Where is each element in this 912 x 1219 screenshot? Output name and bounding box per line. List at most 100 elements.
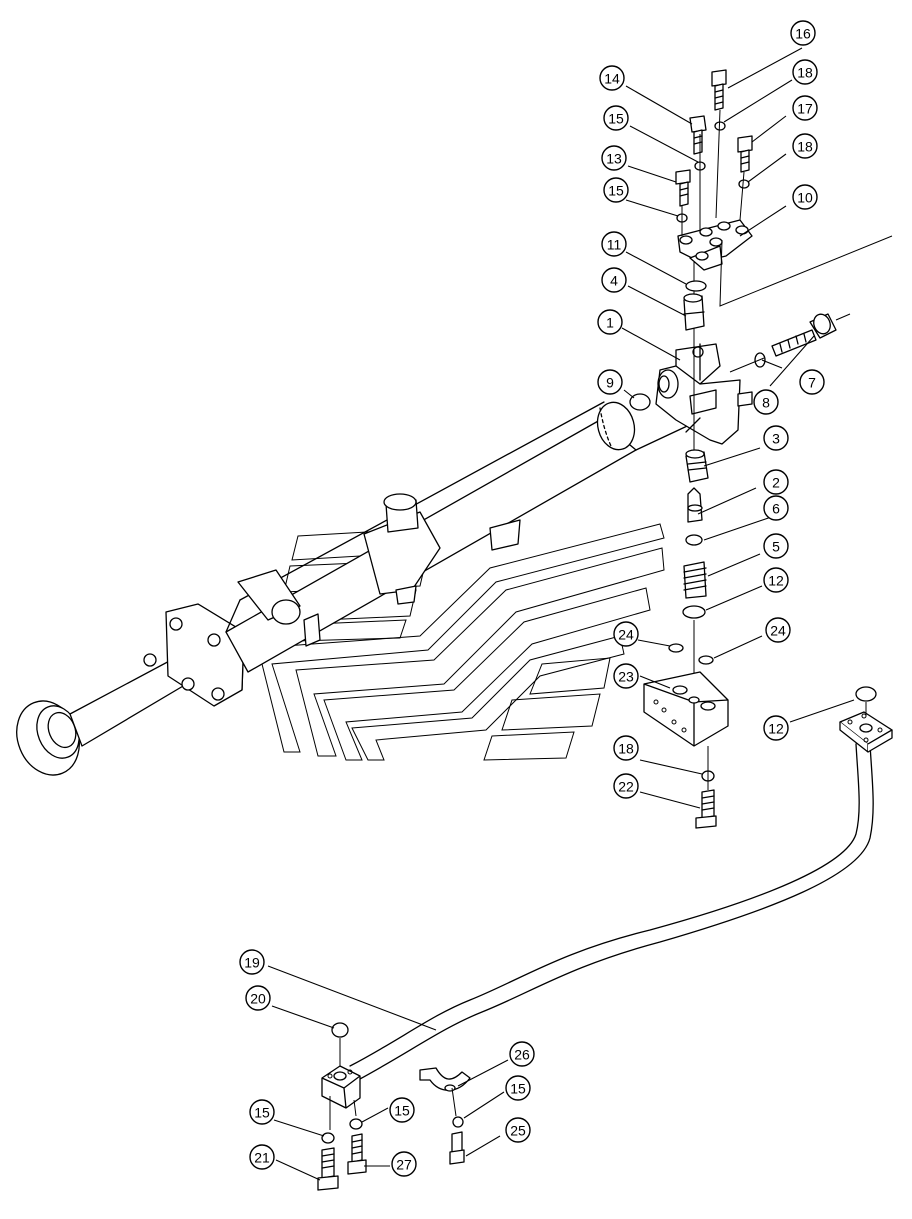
flange-cover	[677, 219, 753, 271]
callout-circle	[613, 621, 639, 647]
o-ring-24a	[668, 643, 684, 653]
callout-circle	[763, 533, 789, 559]
callout-circle	[597, 309, 623, 335]
callout-circle	[509, 1041, 535, 1067]
rod-eye	[16, 700, 80, 776]
callout-label: 7	[808, 375, 816, 391]
callout-c18b: 18	[792, 133, 818, 159]
callout-label: 15	[510, 1081, 526, 1097]
callout-circle	[249, 1099, 275, 1125]
callout-label: 18	[618, 741, 634, 757]
callout-label: 1	[606, 315, 614, 331]
callout-circle	[245, 985, 271, 1011]
background-logo	[257, 523, 665, 761]
callout-c6: 6	[763, 495, 789, 521]
callout-c18a: 18	[792, 59, 818, 85]
callout-label: 6	[772, 501, 780, 517]
callout-circle	[601, 231, 627, 257]
washer-6	[685, 534, 703, 546]
callout-label: 4	[610, 273, 618, 289]
callout-circle	[792, 59, 818, 85]
washer-15c	[321, 1132, 335, 1144]
callout-c15d: 15	[389, 1097, 415, 1123]
callout-label: 27	[396, 1157, 412, 1173]
callout-circle	[613, 773, 639, 799]
callout-c2: 2	[763, 469, 789, 495]
callout-c12b: 12	[763, 715, 789, 741]
callout-circle	[601, 267, 627, 293]
callout-label: 12	[768, 721, 784, 737]
valve-body	[655, 343, 753, 445]
callout-circle	[505, 1075, 531, 1101]
callout-c15a: 15	[603, 105, 629, 131]
callout-circle	[765, 617, 791, 643]
callout-circle	[391, 1151, 417, 1177]
callout-c25: 25	[505, 1117, 531, 1143]
bolt-21	[317, 1147, 339, 1191]
callout-c5: 5	[763, 533, 789, 559]
callout-c18c: 18	[613, 735, 639, 761]
bolt-22	[695, 789, 717, 829]
callout-circle	[599, 65, 625, 91]
spring	[683, 561, 707, 599]
callout-label: 24	[618, 627, 634, 643]
callout-label: 10	[797, 190, 813, 206]
callout-circle	[603, 105, 629, 131]
callout-label: 14	[604, 71, 620, 87]
callout-c15b: 15	[603, 177, 629, 203]
callout-circle	[763, 495, 789, 521]
callout-circle	[505, 1117, 531, 1143]
washer-15d	[349, 1118, 363, 1130]
callout-label: 22	[618, 779, 634, 795]
callout-c10: 10	[792, 184, 818, 210]
callout-label: 18	[797, 139, 813, 155]
bolt-7	[771, 313, 837, 357]
callout-circle	[613, 663, 639, 689]
callout-label: 12	[768, 573, 784, 589]
callout-c15e: 15	[249, 1099, 275, 1125]
o-ring-20	[331, 1022, 349, 1038]
washer-18b	[738, 179, 750, 189]
callout-circle	[597, 369, 623, 395]
callout-label: 15	[608, 111, 624, 127]
callout-label: 15	[394, 1103, 410, 1119]
callout-c3: 3	[763, 425, 789, 451]
callout-c13: 13	[601, 145, 627, 171]
callout-c16: 16	[790, 20, 816, 46]
callout-circle	[601, 145, 627, 171]
clamp-26	[419, 1067, 471, 1092]
callout-c24a: 24	[613, 621, 639, 647]
o-ring-12	[682, 605, 706, 619]
callout-c23: 23	[613, 663, 639, 689]
bolt-16	[711, 69, 727, 111]
callout-label: 9	[606, 375, 614, 391]
o-ring-9	[629, 393, 651, 411]
callout-circle	[763, 567, 789, 593]
callout-circle	[799, 369, 825, 395]
callout-label: 2	[772, 475, 780, 491]
callout-label: 11	[607, 237, 622, 253]
callout-label: 19	[244, 955, 260, 971]
callout-label: 16	[795, 26, 811, 42]
retainer	[683, 293, 705, 331]
callout-label: 8	[762, 395, 770, 411]
callout-circle	[792, 95, 818, 121]
o-ring-24b	[698, 655, 714, 665]
callout-c12a: 12	[763, 567, 789, 593]
callout-c4: 4	[601, 267, 627, 293]
leader-lines	[267, 47, 855, 1181]
poppet	[687, 487, 703, 523]
pipe-flange-upper	[839, 711, 893, 753]
callout-c21: 21	[249, 1144, 275, 1170]
pipe-19	[349, 743, 874, 1081]
callout-circle	[389, 1097, 415, 1123]
callout-c7: 7	[799, 369, 825, 395]
callout-label: 13	[606, 151, 622, 167]
callout-label: 26	[514, 1047, 530, 1063]
callout-label: 3	[772, 431, 780, 447]
callout-circle	[613, 735, 639, 761]
callout-label: 5	[772, 539, 780, 555]
